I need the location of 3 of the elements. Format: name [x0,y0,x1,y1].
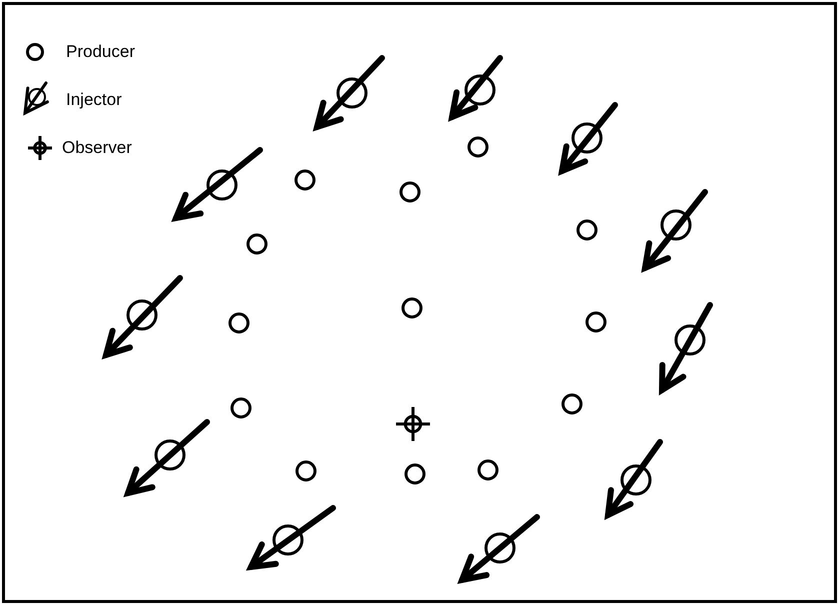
legend-label: Producer [66,43,135,60]
legend-label: Observer [62,139,132,156]
legend-label: Injector [66,91,122,108]
